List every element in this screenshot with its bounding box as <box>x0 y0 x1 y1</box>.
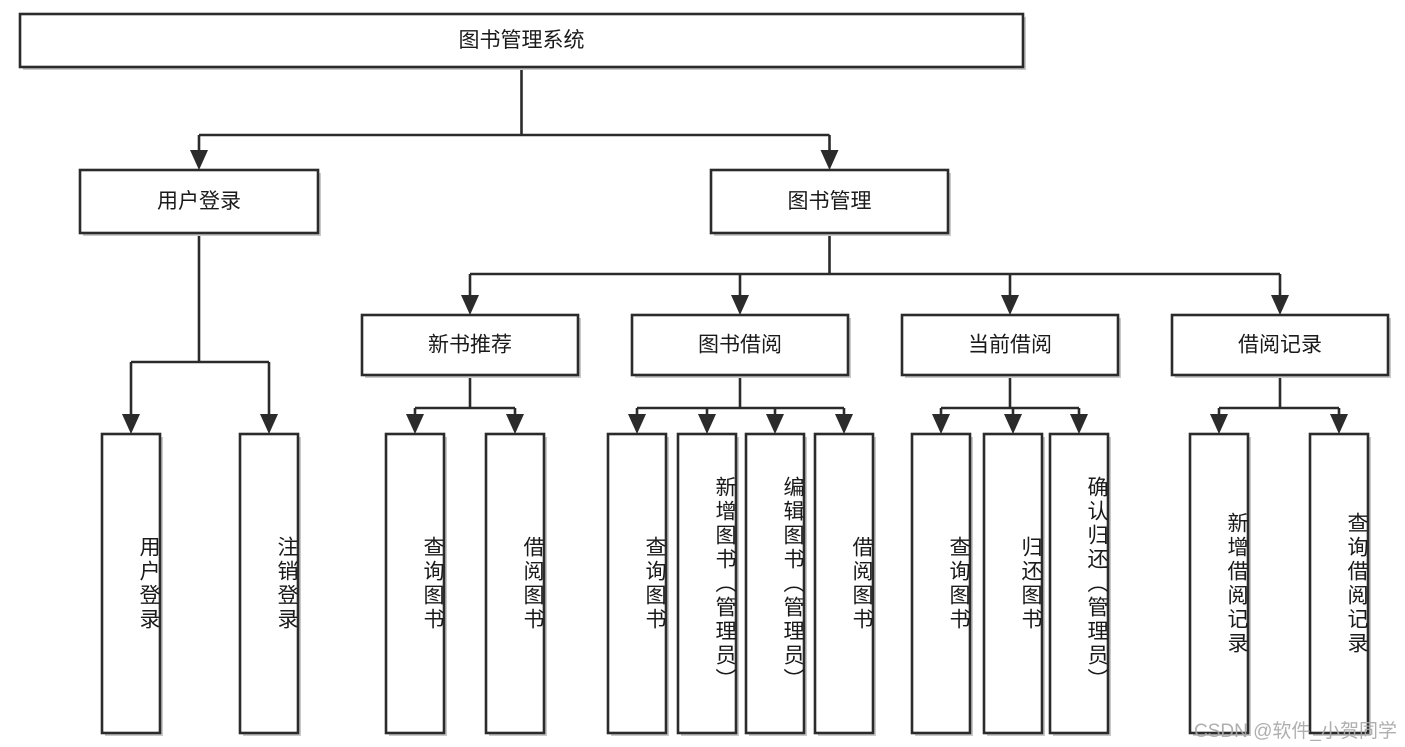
node-box-user-login[interactable] <box>78 168 320 235</box>
arrow-head-icon <box>628 414 646 434</box>
arrow-head-icon <box>122 414 140 434</box>
arrow-head-icon <box>190 150 208 170</box>
arrow-head-icon <box>932 414 950 434</box>
connectors-layer <box>122 67 1348 434</box>
node-label-root: 图书管理系统 <box>459 29 585 52</box>
arrow-head-icon <box>766 414 784 434</box>
arrow-head-icon <box>820 150 839 170</box>
node-box-edit-book-admin[interactable] <box>744 432 806 735</box>
node-label-user-login: 用户登录 <box>157 190 241 213</box>
arrow-head-icon <box>835 414 853 434</box>
node-box-root[interactable] <box>18 12 1025 69</box>
node-box-borrow-book-1[interactable] <box>484 432 546 735</box>
arrow-head-icon <box>461 295 479 315</box>
boxes-layer <box>18 12 1391 736</box>
node-box-query-book-1[interactable] <box>384 432 446 735</box>
node-box-user-login-do[interactable] <box>100 432 162 735</box>
arrow-head-icon <box>1001 295 1019 315</box>
node-box-new-book-rec[interactable] <box>360 313 580 377</box>
node-label-current-borrow: 当前借阅 <box>968 334 1052 357</box>
node-box-add-borrow-record[interactable] <box>1188 432 1250 735</box>
node-box-current-borrow[interactable] <box>900 313 1120 377</box>
node-box-borrow-book-2[interactable] <box>813 432 875 735</box>
node-box-query-borrow-record[interactable] <box>1308 432 1370 735</box>
node-box-book-manage[interactable] <box>709 168 950 235</box>
arrow-head-icon <box>1210 414 1228 434</box>
node-box-confirm-return-admin[interactable] <box>1048 432 1110 735</box>
node-box-return-book[interactable] <box>982 432 1044 735</box>
node-box-borrow-record[interactable] <box>1170 313 1390 377</box>
arrow-head-icon <box>506 414 524 434</box>
node-box-book-borrow[interactable] <box>630 313 850 377</box>
watermark-text: CSDN @软件_小贺同学 <box>1194 721 1397 742</box>
node-label-book-borrow: 图书借阅 <box>698 334 782 357</box>
node-box-user-logout[interactable] <box>238 432 300 735</box>
node-box-query-book-2[interactable] <box>606 432 668 735</box>
arrow-head-icon <box>698 414 716 434</box>
node-box-query-book-3[interactable] <box>910 432 972 735</box>
arrow-head-icon <box>406 414 424 434</box>
node-label-new-book-rec: 新书推荐 <box>428 334 512 357</box>
node-label-borrow-record: 借阅记录 <box>1238 334 1322 357</box>
arrow-head-icon <box>1004 414 1022 434</box>
node-box-add-book-admin[interactable] <box>676 432 738 735</box>
node-label-book-manage: 图书管理 <box>788 190 872 213</box>
arrow-head-icon <box>260 414 278 434</box>
arrow-head-icon <box>731 295 749 315</box>
arrow-head-icon <box>1070 414 1088 434</box>
arrow-head-icon <box>1330 414 1348 434</box>
arrow-head-icon <box>1271 295 1289 315</box>
